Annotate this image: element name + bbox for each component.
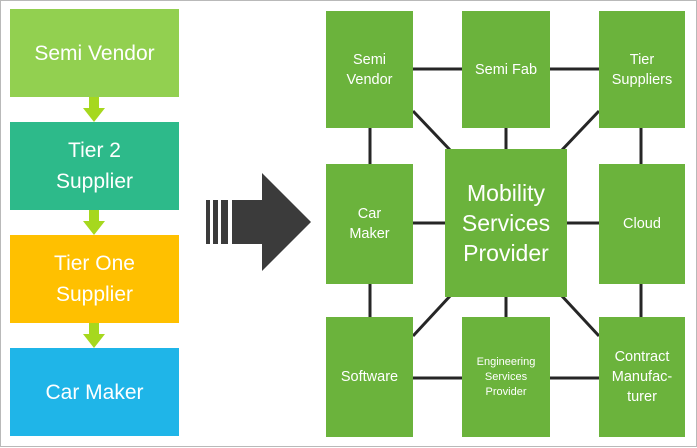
chain-semi-vendor: Semi Vendor	[10, 9, 179, 97]
node-contract-manufacturer: Contract Manufac- turer	[599, 317, 685, 437]
down-arrow-icon	[83, 323, 105, 348]
connector-hub-software	[411, 293, 453, 338]
node-engineering-services-provider: Engineering Services Provider	[462, 317, 550, 437]
node-cloud: Cloud	[599, 164, 685, 284]
node-semi-vendor: Semi Vendor	[326, 11, 413, 128]
right-arrow-icon	[206, 173, 311, 271]
chain-car-maker: Car Maker	[10, 348, 179, 436]
node-mobility-services-provider: Mobility Services Provider	[445, 149, 567, 297]
connector-hub-tier	[559, 109, 601, 153]
node-semi-fab: Semi Fab	[462, 11, 550, 128]
chain-tier2-supplier: Tier 2 Supplier	[10, 122, 179, 210]
chain-tier-one-supplier: Tier One Supplier	[10, 235, 179, 323]
connector-hub-contract	[559, 293, 601, 338]
down-arrow-icon	[83, 210, 105, 235]
connector-hub-vendor	[411, 109, 453, 153]
node-car-maker: Car Maker	[326, 164, 413, 284]
node-tier-suppliers: Tier Suppliers	[599, 11, 685, 128]
down-arrow-icon	[83, 97, 105, 122]
node-software: Software	[326, 317, 413, 437]
